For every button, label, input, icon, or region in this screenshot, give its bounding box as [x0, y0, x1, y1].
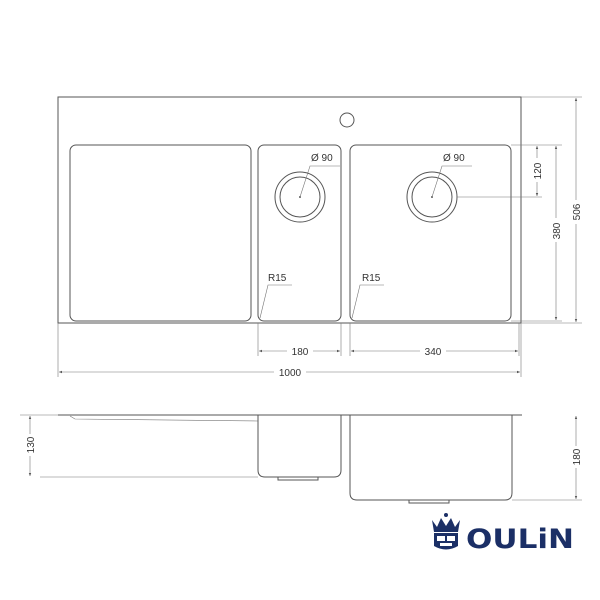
dim-bowl-depth: 380: [552, 222, 563, 239]
large-bowl: [349, 144, 512, 322]
dim-total-width: 1000: [279, 368, 302, 379]
small-drain-inner: [279, 176, 321, 218]
dim-large-bowl-height: 180: [572, 448, 583, 465]
crown-shield-icon: [432, 513, 460, 550]
radius-small-label: R15: [268, 273, 287, 284]
small-drain-outer: [274, 171, 326, 223]
drain-small-label: Ø 90: [311, 153, 333, 164]
sink-outline: [57, 96, 522, 324]
brand-logo: OULiN: [432, 513, 574, 555]
drain-large-label: Ø 90: [443, 153, 465, 164]
small-bowl: [257, 144, 342, 322]
dim-small-bowl-width: 180: [292, 347, 309, 358]
side-view: 130 180: [20, 414, 583, 504]
large-drain-inner: [411, 176, 453, 218]
dim-total-depth: 506: [572, 203, 583, 220]
radius-large-label: R15: [362, 273, 381, 284]
dim-small-bowl-height: 130: [26, 436, 37, 453]
side-large-bowl: [349, 415, 513, 501]
drainboard: [69, 144, 252, 322]
top-view: Ø 90 Ø 90 R15 R15 180 340 1000 120 380: [57, 96, 583, 379]
dim-drain-offset: 120: [533, 162, 544, 179]
tap-hole: [339, 112, 355, 128]
dim-large-bowl-width: 340: [425, 347, 442, 358]
side-small-bowl: [257, 415, 342, 478]
svg-text:OULiN: OULiN: [466, 524, 574, 555]
